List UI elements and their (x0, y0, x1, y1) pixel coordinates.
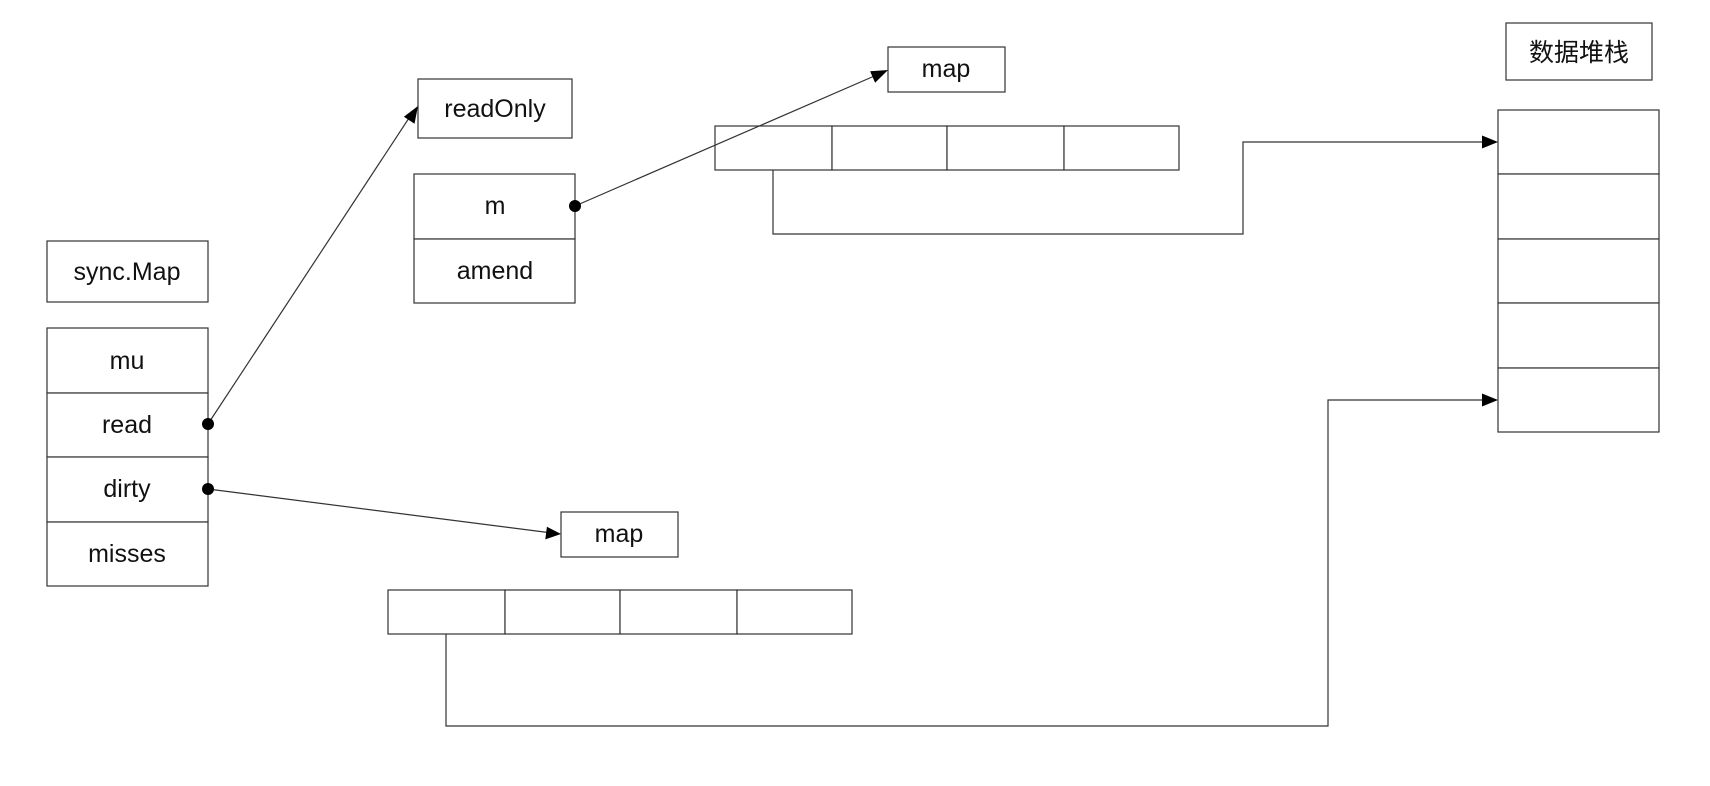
connectors (202, 70, 1498, 727)
sync-map-field-read: read (102, 411, 152, 439)
connector-dirty-map-to-stack (445, 399, 1489, 727)
dirty-map-cell (387, 589, 506, 635)
dirty-map-title-box (560, 511, 679, 558)
pointer-dot-m (569, 200, 581, 212)
data-stack: 数据堆栈 (1497, 22, 1660, 433)
sync-map-field-dirty: dirty (103, 475, 151, 503)
read-map-title: map (922, 55, 971, 83)
read-map-cell (946, 125, 1065, 171)
data-stack-cell (1497, 367, 1660, 433)
arrowhead-dirty-map (545, 526, 561, 540)
dirty-map-cell (504, 589, 621, 635)
pointer-dot-dirty (202, 483, 214, 495)
arrowhead-stack-bottom (1482, 393, 1498, 407)
data-stack-cell (1497, 238, 1660, 304)
arrowhead-read-map (870, 70, 888, 83)
data-stack-cell (1497, 173, 1660, 240)
read-only-field-amend: amend (457, 257, 533, 285)
arrowhead-read-only (403, 106, 418, 124)
sync-map-field-read-box (46, 392, 209, 458)
read-only-field-m: m (485, 192, 506, 220)
dirty-map-cell (736, 589, 853, 635)
dirty-map: map (387, 511, 853, 635)
read-only-struct: readOnly m amend (413, 78, 576, 304)
data-stack-title-box (1505, 22, 1653, 81)
dirty-map-title: map (595, 520, 644, 548)
sync-map-field-mu-box (46, 327, 209, 394)
read-only-title: readOnly (444, 95, 546, 123)
sync-map-field-misses: misses (88, 540, 166, 568)
data-stack-title: 数据堆栈 (1529, 39, 1629, 67)
read-map-cell (714, 125, 833, 171)
connector-m-to-read-map (574, 73, 880, 207)
read-map: map (714, 46, 1180, 171)
sync-map-struct: sync.Map mu read dirty misses (46, 240, 209, 587)
read-only-field-amend-box (413, 238, 576, 304)
data-stack-cell (1497, 109, 1660, 175)
sync-map-field-mu: mu (110, 347, 145, 375)
connector-read-map-to-stack (772, 141, 1489, 235)
sync-map-title: sync.Map (74, 258, 181, 286)
arrowhead-stack-top (1482, 135, 1498, 149)
sync-map-field-dirty-box (46, 456, 209, 523)
read-map-cell (1063, 125, 1180, 171)
read-map-title-box (887, 46, 1006, 93)
data-stack-cell (1497, 302, 1660, 369)
dirty-map-cell (619, 589, 738, 635)
read-map-cell (831, 125, 948, 171)
connector-dirty-to-dirty-map (207, 488, 553, 534)
sync-map-title-box (46, 240, 209, 303)
sync-map-field-misses-box (46, 521, 209, 587)
read-only-title-box (417, 78, 573, 139)
pointer-dot-read (202, 418, 214, 430)
connector-read-to-read-only (207, 114, 412, 425)
